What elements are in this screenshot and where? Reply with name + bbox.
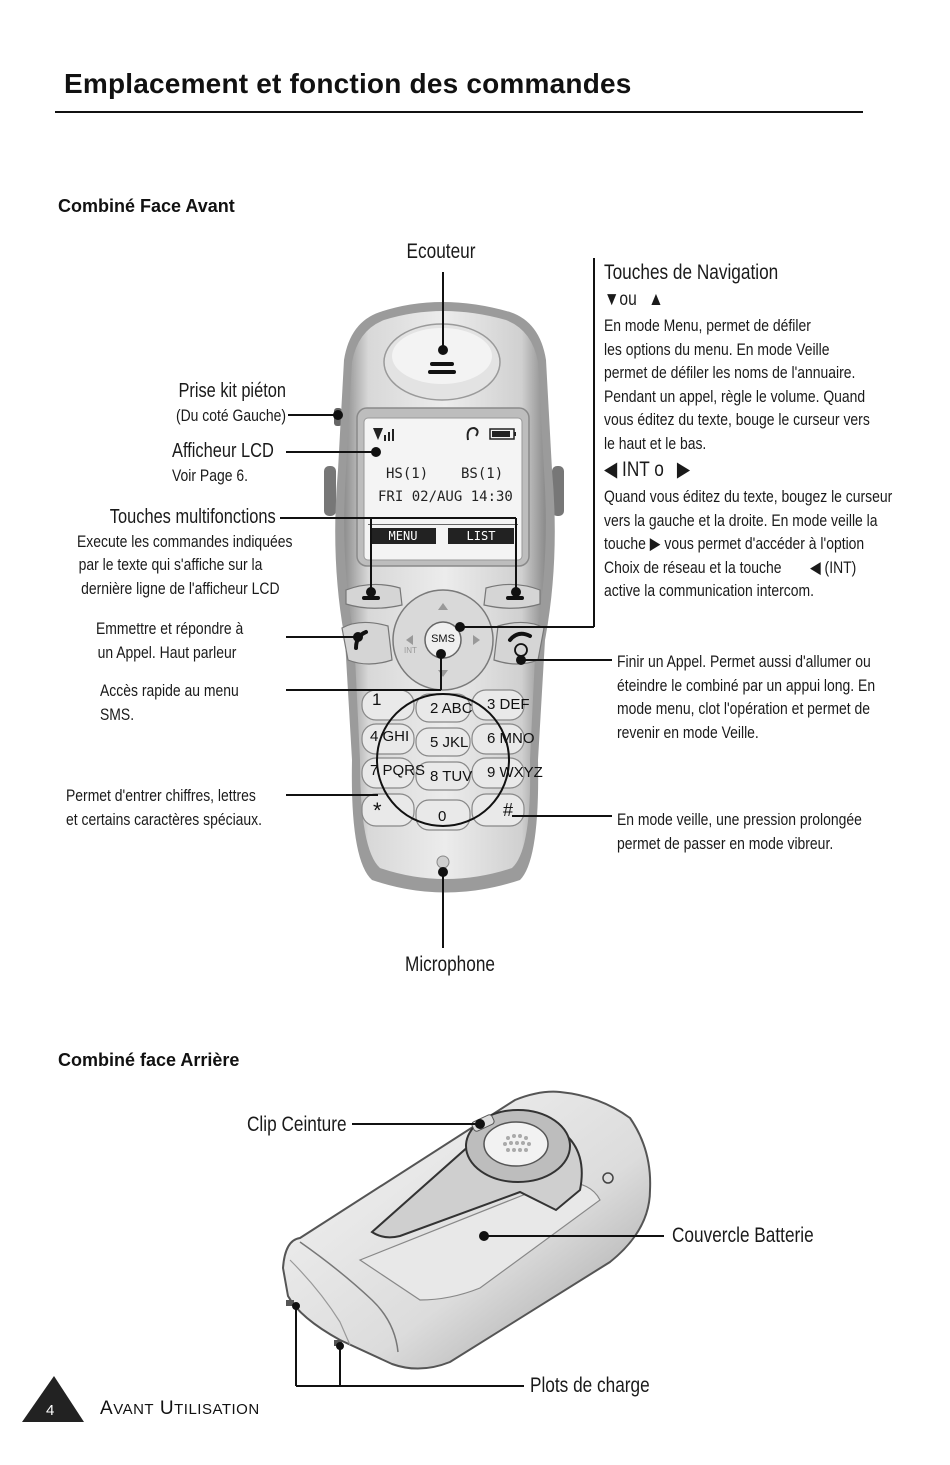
lcd-softkey-list[interactable]: LIST [466,529,496,543]
label-microphone: Microphone [405,953,495,976]
label-vibreur: En mode veille, une pression prolongée p… [617,810,862,853]
key-8[interactable]: 8 TUV [430,768,473,785]
left-arrow-icon: ◀ [809,557,821,577]
footer-page-number: 4 [46,1402,55,1419]
right-arrow-icon: ▶ [649,534,661,553]
right-arrow-icon: ▶ [676,458,691,481]
int-label: INT [404,646,417,655]
key-5[interactable]: 5 JKL [430,734,469,751]
key-9[interactable]: 9 WXYZ [487,764,543,781]
label-finir: Finir un Appel. Permet aussi d'allumer o… [617,652,876,742]
lcd-bs: BS(1) [461,466,504,482]
sms-key[interactable]: SMS [431,633,455,645]
section-front-title: Combiné Face Avant [58,196,235,216]
key-6[interactable]: 6 MNO [487,730,535,747]
label-multifonctions: Touches multifonctions Execute les comma… [77,506,293,598]
label-navigation: Touches de Navigation ▼ou▲ En mode Menu,… [604,261,893,600]
page-title: Emplacement et fonction des commandes [64,68,632,99]
label-kit-pieton: Prise kit piéton (Du coté Gauche) [175,380,286,425]
label-emettre: Emmettre et répondre à un Appel. Haut pa… [96,619,244,662]
label-ecouteur: Ecouteur [406,240,476,263]
footer-section: AVANT UTILISATION [100,1398,260,1419]
lcd-hs: HS(1) [386,466,429,482]
label-clip: Clip Ceinture [247,1113,347,1136]
key-3[interactable]: 3 DEF [487,696,530,713]
label-couvercle: Couvercle Batterie [672,1224,814,1247]
footer-triangle [22,1376,84,1422]
key-hash[interactable]: # [503,800,514,820]
up-arrow-icon: ▲ [648,289,664,310]
down-arrow-icon: ▼ [604,289,620,310]
key-0[interactable]: 0 [438,808,447,825]
key-1[interactable]: 1 [372,690,382,709]
key-7[interactable]: 7 PQRS [370,762,426,779]
label-chiffres: Permet d'entrer chiffres, lettres et cer… [66,786,263,829]
title-rule [55,111,863,113]
section-back-title: Combiné face Arrière [58,1050,240,1070]
label-afficheur: Afficheur LCD Voir Page 6. [172,440,274,485]
key-4[interactable]: 4 GHI [370,728,410,745]
key-2[interactable]: 2 ABC [430,700,473,717]
lcd-softkey-menu[interactable]: MENU [388,529,418,543]
label-plots: Plots de charge [530,1374,650,1397]
left-arrow-icon: ◀ [604,458,618,481]
key-star[interactable]: * [373,798,382,823]
label-sms: Accès rapide au menu SMS. [100,681,239,724]
lcd-datetime: FRI 02/AUG 14:30 [378,489,513,505]
